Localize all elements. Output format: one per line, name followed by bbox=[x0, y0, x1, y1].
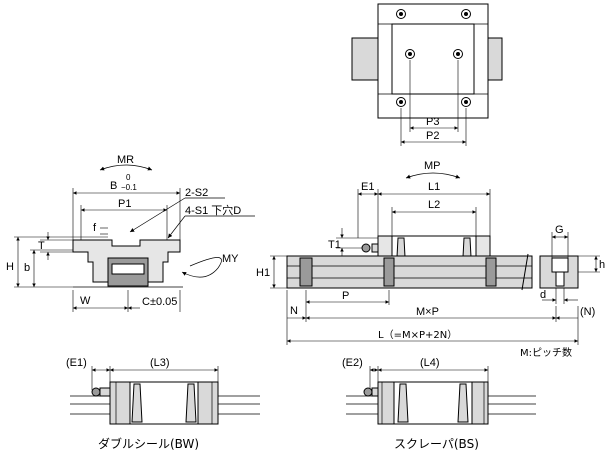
label-e2-paren: (E2) bbox=[342, 357, 363, 369]
label-d: d bbox=[540, 289, 546, 301]
label-p: P bbox=[342, 290, 349, 302]
side-view: MP E1 L1 L2 T1 bbox=[256, 160, 605, 359]
double-seal-view: (E1) (L3) ダブルシール(BW) bbox=[66, 357, 260, 451]
label-h: H bbox=[6, 261, 14, 273]
label-e1-paren: (E1) bbox=[66, 357, 87, 369]
label-s2: 2-S2 bbox=[185, 187, 208, 199]
label-n-left: N bbox=[290, 305, 298, 317]
label-p2: P2 bbox=[426, 130, 439, 142]
label-b: B bbox=[110, 180, 117, 192]
label-e1: E1 bbox=[361, 181, 374, 193]
caption-scraper: スクレーパ(BS) bbox=[394, 437, 479, 451]
label-h1: H1 bbox=[256, 267, 270, 279]
label-l-formula: L（=M×P+2N） bbox=[378, 329, 457, 341]
label-mp: MP bbox=[424, 160, 441, 172]
label-l4-paren: (L4) bbox=[420, 357, 440, 369]
label-b-tol-upper: 0 bbox=[126, 173, 131, 182]
label-h-small: h bbox=[599, 259, 605, 271]
label-n-right: (N) bbox=[580, 306, 595, 318]
label-p1: P1 bbox=[118, 198, 131, 210]
label-b-small: b bbox=[24, 262, 30, 274]
label-pitch-note: M:ピッチ数 bbox=[520, 346, 572, 359]
label-f: f bbox=[93, 222, 97, 234]
label-b-tol-lower: −0.1 bbox=[121, 183, 137, 192]
label-l1: L1 bbox=[428, 181, 440, 193]
label-p3: P3 bbox=[426, 116, 439, 128]
label-t: T bbox=[38, 240, 45, 252]
label-my: MY bbox=[222, 253, 239, 265]
label-l3-paren: (L3) bbox=[150, 357, 170, 369]
label-t1: T1 bbox=[328, 239, 341, 251]
scraper-view: (E2) (L4) スクレーパ(BS) bbox=[342, 357, 536, 451]
label-c: C±0.05 bbox=[142, 296, 177, 308]
top-bolt-holes bbox=[396, 9, 471, 107]
end-view: MR 0 B −0.1 P1 2-S2 4-S1 下穴D f T bbox=[6, 154, 255, 312]
label-g: G bbox=[555, 224, 564, 236]
top-block-center bbox=[391, 23, 475, 95]
label-mr: MR bbox=[117, 154, 134, 166]
label-mxp: M×P bbox=[416, 306, 439, 318]
label-s1: 4-S1 下穴D bbox=[185, 203, 241, 217]
label-l2: L2 bbox=[428, 199, 440, 211]
caption-double-seal: ダブルシール(BW) bbox=[98, 436, 199, 451]
label-w: W bbox=[80, 295, 91, 307]
top-view: P3 P2 bbox=[351, 3, 503, 146]
